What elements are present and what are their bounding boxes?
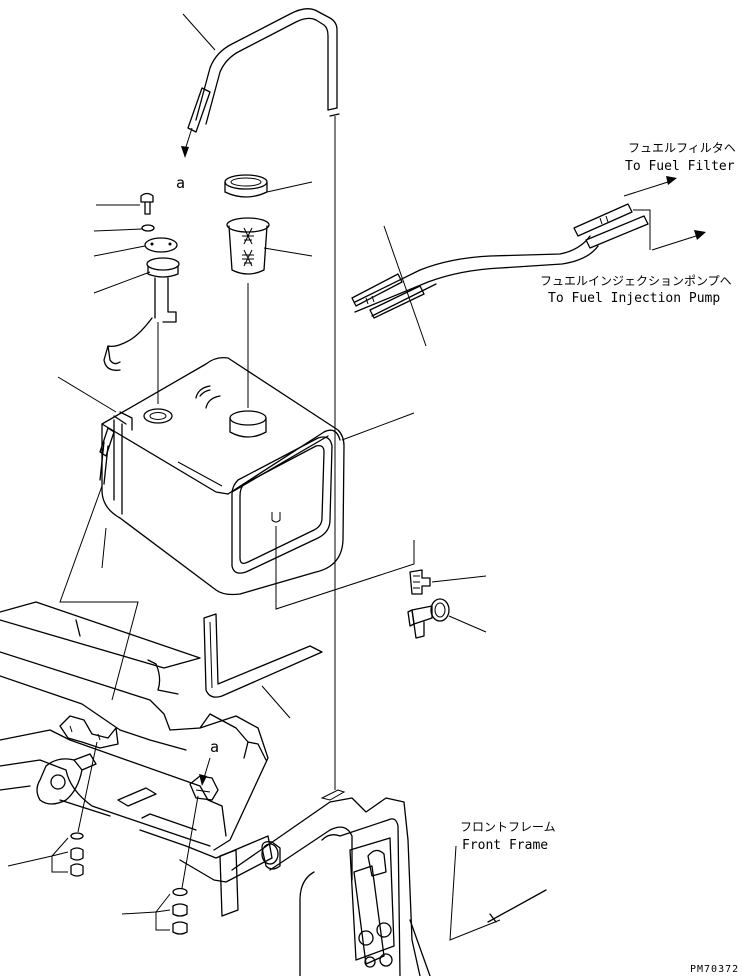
arrow-to-fuel-filter bbox=[623, 176, 677, 197]
leader-tank-body bbox=[177, 461, 223, 487]
ref-a-bottom-label: a bbox=[210, 738, 219, 756]
leader-hardware-left bbox=[7, 855, 53, 867]
leader-strap bbox=[182, 13, 216, 51]
leader-pad bbox=[261, 685, 291, 719]
centerline-drain bbox=[275, 526, 415, 610]
gauge-bolt bbox=[140, 192, 154, 215]
fuel-hoses bbox=[351, 203, 649, 319]
leader-drain-plug bbox=[431, 575, 487, 583]
leader-tank-top bbox=[57, 376, 117, 413]
leader-hardware-right bbox=[121, 911, 157, 915]
tank-bracket-frame bbox=[0, 601, 273, 917]
leader-drain-valve bbox=[448, 615, 487, 633]
tank-strap-lower bbox=[99, 427, 115, 485]
arrow-ref-a-bottom bbox=[199, 757, 211, 786]
leader-washer bbox=[93, 228, 143, 232]
label-fuel-filter-jp: フュエルフィルタヘ bbox=[628, 141, 736, 155]
arrow-to-injection-pump bbox=[651, 230, 706, 251]
ref-a-top-label: a bbox=[176, 174, 185, 192]
label-fuel-filter-en: To Fuel Filter bbox=[625, 159, 735, 174]
mount-hardware-right bbox=[155, 795, 199, 935]
arrow-to-a bbox=[181, 127, 193, 158]
mounting-pad bbox=[203, 613, 323, 698]
drain-plug-fitting bbox=[409, 569, 431, 595]
leader-hose bbox=[383, 225, 427, 347]
drawing-number: PM70372 bbox=[690, 964, 739, 975]
tank-strap-top bbox=[187, 8, 340, 133]
fuel-strainer bbox=[226, 217, 270, 275]
centerline-strap bbox=[59, 485, 139, 701]
leader-sender bbox=[93, 271, 151, 294]
fuel-tank bbox=[101, 356, 345, 596]
fuel-gauge-sender bbox=[103, 257, 180, 371]
gauge-plate bbox=[144, 237, 178, 253]
filler-cap bbox=[224, 174, 268, 198]
gauge-washer bbox=[141, 224, 155, 232]
bracket-hose-labels bbox=[633, 209, 651, 250]
leader-plate bbox=[93, 245, 146, 257]
mount-hardware-left bbox=[51, 741, 98, 877]
leader-front-frame bbox=[449, 845, 501, 941]
label-front-frame-en: Front Frame bbox=[462, 838, 548, 853]
leader-cap bbox=[266, 181, 313, 193]
leader-tank-band bbox=[341, 412, 415, 441]
front-frame bbox=[231, 789, 547, 976]
leader-strap-lower bbox=[101, 527, 107, 569]
label-injection-pump-jp: フュエルインジェクションポンプヘ bbox=[540, 274, 732, 288]
leader-strainer bbox=[263, 247, 313, 257]
drain-valve bbox=[407, 598, 450, 639]
label-injection-pump-en: To Fuel Injection Pump bbox=[548, 291, 720, 306]
label-front-frame-jp: フロントフレーム bbox=[460, 820, 556, 834]
